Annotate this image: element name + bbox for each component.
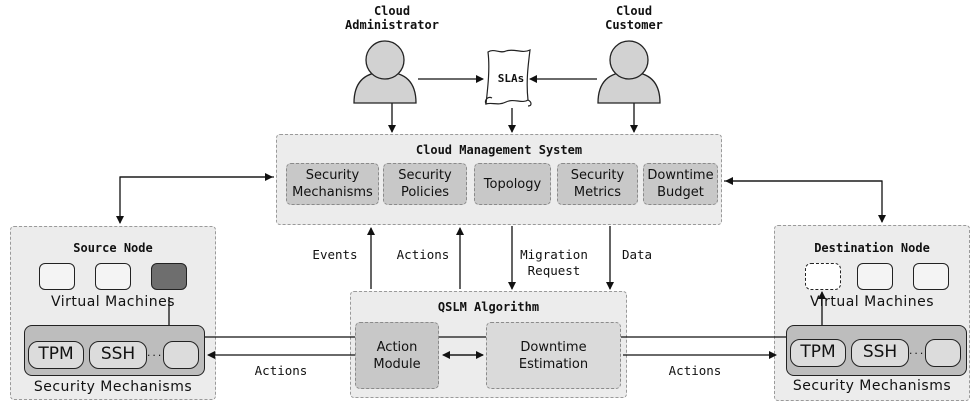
action-module: Action Module [355, 322, 439, 389]
destination-vm-label: Virtual Machines [809, 294, 935, 310]
destination-tpm-pill: TPM [790, 339, 846, 367]
migration-request-label: Migration Request [520, 247, 588, 278]
events-label: Events [312, 247, 358, 262]
sla-scroll-icon [484, 48, 532, 107]
actions-to-source-label: Actions [254, 363, 308, 378]
source-node-title: Source Node [73, 241, 153, 255]
downtime-estimation-module: Downtime Estimation [486, 322, 621, 389]
actions-up-label: Actions [396, 247, 450, 262]
slas-label: SLAs [497, 72, 525, 85]
destination-node-title: Destination Node [814, 241, 930, 255]
destination-empty-pill [925, 339, 961, 367]
destination-vm-incoming [805, 263, 841, 290]
cms-module-downtime-budget: Downtime Budget [643, 163, 718, 205]
cms-module-security-mechanisms: Security Mechanisms [286, 163, 379, 205]
source-vm-migrating [151, 263, 187, 290]
destination-vm-3 [913, 263, 949, 290]
cloud-customer-icon [597, 40, 661, 104]
destination-security-label: Security Mechanisms [792, 378, 952, 394]
cms-title: Cloud Management System [415, 143, 583, 157]
source-ellipsis: ... [146, 349, 163, 359]
source-vm-1 [39, 263, 75, 290]
source-ssh-pill: SSH [89, 341, 147, 369]
source-vm-label: Virtual Machines [50, 294, 176, 310]
cloud-customer-label: Cloud Customer [605, 4, 663, 32]
cms-module-security-policies: Security Policies [383, 163, 467, 205]
source-empty-pill [163, 341, 199, 369]
cms-module-topology: Topology [474, 163, 551, 205]
destination-vm-2 [857, 263, 893, 290]
actions-to-destination-label: Actions [668, 363, 722, 378]
destination-ssh-pill: SSH [851, 339, 909, 367]
source-security-label: Security Mechanisms [33, 379, 193, 395]
cloud-administrator-label: Cloud Administrator [345, 4, 439, 32]
qslm-title: QSLM Algorithm [437, 300, 540, 314]
data-label: Data [621, 247, 653, 262]
cloud-administrator-icon [353, 40, 417, 104]
cms-module-security-metrics: Security Metrics [557, 163, 638, 205]
source-tpm-pill: TPM [28, 341, 84, 369]
destination-ellipsis: ... [908, 347, 925, 357]
source-vm-2 [95, 263, 131, 290]
